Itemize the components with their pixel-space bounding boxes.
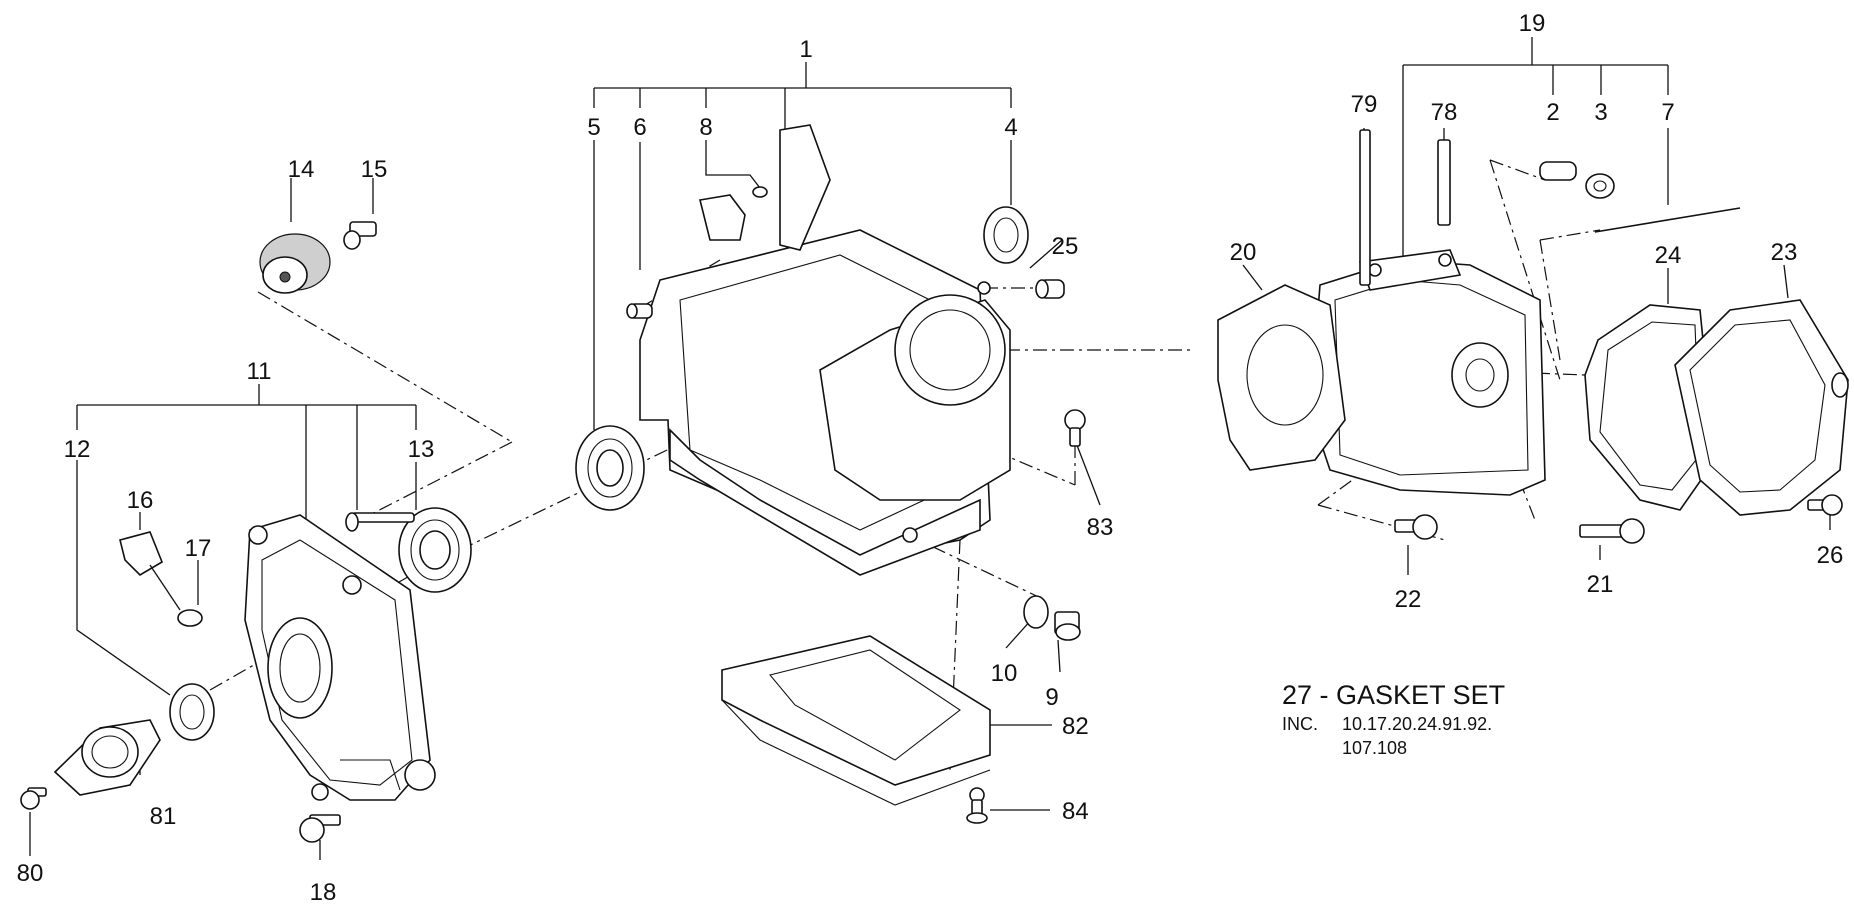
drain-plug-9 [1054, 611, 1081, 641]
head-cover-23 [1674, 299, 1849, 516]
oil-seal-4 [983, 206, 1029, 264]
bolt-18 [299, 814, 341, 843]
label-82: 82 [1062, 713, 1089, 740]
cylinder-head-19 [1309, 249, 1546, 496]
label-2: 2 [1546, 99, 1559, 126]
guard-plate-82 [721, 635, 991, 806]
label-80: 80 [17, 860, 44, 887]
includes-line-1: 10.17.20.24.91.92. [1342, 714, 1493, 734]
label-23: 23 [1771, 239, 1798, 266]
label-6: 6 [633, 114, 646, 141]
governor-gear-14 [259, 233, 331, 294]
label-10: 10 [991, 660, 1018, 687]
oil-filler-16 [119, 531, 181, 611]
stud-78 [1437, 139, 1451, 226]
washer-10 [1023, 595, 1049, 629]
oil-seal-12 [169, 683, 215, 741]
shaft-15 [343, 221, 377, 250]
label-79: 79 [1351, 91, 1378, 118]
stud-79 [1359, 129, 1371, 286]
label-4: 4 [1004, 114, 1017, 141]
label-15: 15 [361, 156, 388, 183]
head-gasket-20 [1217, 284, 1346, 471]
label-12: 12 [64, 436, 91, 463]
bolt-83 [1064, 409, 1086, 447]
label-83: 83 [1087, 514, 1114, 541]
bolt-21 [1579, 518, 1645, 544]
includes-prefix: INC. [1282, 714, 1318, 734]
nut-8 [752, 186, 768, 198]
pin-2 [1539, 161, 1577, 181]
screw-80 [20, 787, 47, 810]
label-8: 8 [699, 114, 712, 141]
label-22: 22 [1395, 586, 1422, 613]
dowel-pin-6 [626, 303, 653, 319]
label-81: 81 [150, 803, 177, 830]
label-21: 21 [1587, 571, 1614, 598]
governor-shaft [345, 512, 415, 532]
callout-labels: 1 5 6 8 4 25 83 10 9 82 84 14 15 11 12 1… [17, 10, 1844, 906]
label-78: 78 [1431, 99, 1458, 126]
crankcase-cover-11 [244, 514, 436, 801]
label-25: 25 [1052, 233, 1079, 260]
label-14: 14 [288, 156, 315, 183]
bolt-22 [1394, 514, 1438, 540]
label-26: 26 [1817, 542, 1844, 569]
gasket-set-title: 27 - GASKET SET [1282, 680, 1506, 710]
cover-gasket-24 [1584, 304, 1716, 511]
bolt-26 [1807, 494, 1843, 516]
label-84: 84 [1062, 798, 1089, 825]
includes-line-2: 107.108 [1342, 738, 1408, 758]
stud-7 [1594, 207, 1741, 233]
bearing-5 [575, 425, 645, 511]
bolt-84 [966, 787, 988, 824]
label-3: 3 [1594, 99, 1607, 126]
dowel-pin-25 [1035, 279, 1065, 299]
label-18: 18 [310, 879, 337, 906]
leader-lines [29, 37, 1831, 860]
label-20: 20 [1230, 239, 1257, 266]
o-ring-17 [177, 609, 203, 627]
nut-3 [1585, 173, 1615, 199]
gasket-set-note: 27 - GASKET SET INC. 10.17.20.24.91.92. 1… [1282, 680, 1505, 760]
bearing-13 [398, 507, 472, 593]
label-7: 7 [1661, 99, 1674, 126]
crankcase-1 [639, 124, 1011, 576]
label-5: 5 [587, 114, 600, 141]
label-17: 17 [185, 535, 212, 562]
label-19: 19 [1519, 10, 1546, 37]
gasket-set-includes: INC. 10.17.20.24.91.92. 107.108 [1282, 712, 1505, 760]
label-16: 16 [127, 487, 154, 514]
label-1: 1 [799, 36, 812, 63]
label-11: 11 [247, 358, 272, 385]
label-13: 13 [408, 436, 435, 463]
label-24: 24 [1655, 242, 1682, 269]
plate-81 [53, 719, 161, 796]
label-9: 9 [1045, 684, 1058, 711]
